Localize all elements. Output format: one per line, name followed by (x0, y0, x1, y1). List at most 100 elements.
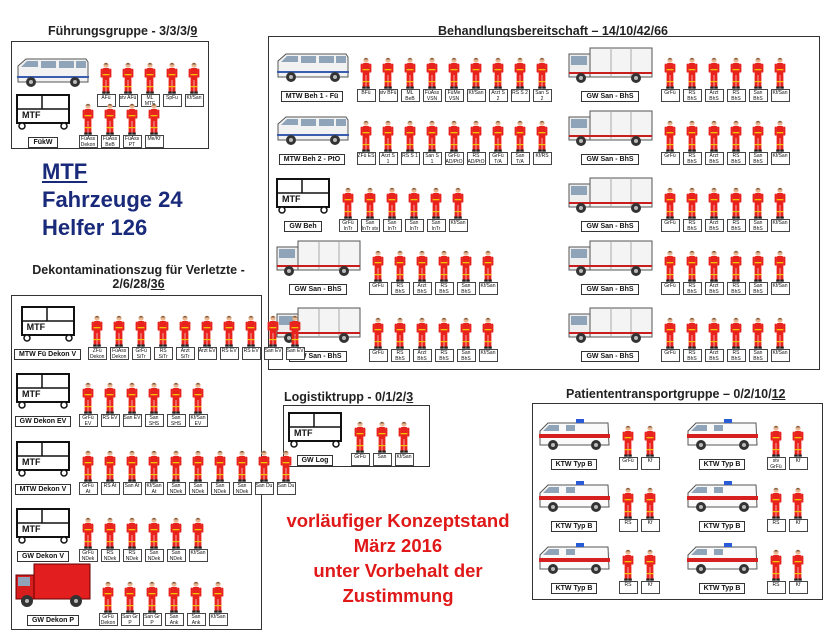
vehicle-picture (14, 54, 90, 95)
rescuer-figure-icon (223, 315, 235, 347)
role-label: RS BhS stv GrFü (682, 219, 702, 232)
helper: RS S 1 (400, 120, 420, 165)
rescuer-figure-icon (708, 57, 720, 89)
helper: Arzt BhS (704, 250, 724, 295)
rescuer-figure-icon (664, 250, 676, 282)
vehicle-label: GW San - BhS (581, 284, 639, 295)
helper: RS BhS stv GrFü (682, 57, 702, 102)
rescuer-figure-icon (426, 57, 438, 89)
rescuer-figure-icon (460, 250, 472, 282)
helper: RS EV (219, 315, 239, 360)
rescuer-figure-icon (686, 120, 698, 152)
truck-icon (568, 177, 653, 213)
rescuer-figure-icon (190, 581, 202, 613)
role-label: FüMe VSN (444, 89, 464, 102)
helper: GrFü EV (78, 382, 98, 427)
helper: RS (766, 549, 786, 594)
tactical-symbol-icon (16, 508, 70, 544)
role-label: ZFü ES (356, 152, 376, 165)
ambulance-icon (687, 419, 758, 450)
rescuer-figure-icon (752, 57, 764, 89)
role-label: Arzt S 2 (488, 89, 508, 102)
helper: San BhS (748, 57, 768, 102)
vehicle: KTW Typ B (536, 417, 612, 470)
role-label: San BhS (748, 282, 768, 295)
truck-icon (568, 240, 653, 276)
vehicle: GW San - BhS (566, 108, 654, 165)
rescuer-figure-icon (536, 120, 548, 152)
vehicle-picture (274, 112, 350, 153)
vehicle-label: GW Beh (284, 221, 322, 232)
role-label: RS BhS (726, 219, 746, 232)
helper: San EV (285, 315, 305, 360)
role-label: GrFü (660, 282, 680, 295)
helper: Kf/San (188, 517, 208, 562)
vehicle-picture (274, 238, 362, 283)
rescuer-figure-icon (82, 103, 94, 135)
helper: Kf/San (394, 421, 414, 466)
vehicle-label: FükW (28, 137, 58, 148)
helper: FüAss BeB (100, 103, 120, 148)
rescuer-figure-icon (774, 317, 786, 349)
vehicle-picture: MTF (14, 89, 72, 136)
helper: GrFü (660, 57, 680, 102)
role-label: Kf/San (208, 613, 228, 626)
rescuer-figure-icon (126, 450, 138, 482)
rescuer-figure-icon (492, 120, 504, 152)
rescuer-figure-icon (686, 250, 698, 282)
vehicle: MTW Beh 1 - Fü (274, 49, 350, 102)
role-label: GrFü EV (78, 414, 98, 427)
role-label: FüAss PT (122, 135, 142, 148)
rescuer-figure-icon (536, 57, 548, 89)
role-label: San NDek (188, 482, 208, 495)
role-label: RS EV (241, 347, 261, 360)
symbol-text: MTF (282, 194, 301, 204)
helper: RS (766, 487, 786, 532)
role-label: San Du (276, 482, 296, 495)
rescuer-figure-icon (82, 450, 94, 482)
role-label: RS EV (219, 347, 239, 360)
rescuer-figure-icon (792, 425, 804, 457)
truck-icon (568, 47, 653, 83)
helper: Arzt BhS (704, 317, 724, 362)
vehicle: MTF GW Beh (274, 173, 332, 232)
rescuer-figure-icon (404, 120, 416, 152)
rescuer-figure-icon (438, 317, 450, 349)
rescuer-figure-icon (382, 120, 394, 152)
rescuer-figure-icon (394, 250, 406, 282)
rescuer-figure-icon (157, 315, 169, 347)
vehicle: MTW Beh 2 - PtO (274, 112, 350, 165)
helper: San SHS (166, 382, 186, 427)
role-label: Kf/San (478, 282, 498, 295)
rescuer-figure-icon (664, 120, 676, 152)
helper: San BhS (456, 250, 476, 295)
vehicle-label: KTW Typ B (698, 583, 746, 594)
rescuer-figure-icon (170, 382, 182, 414)
vehicle-label: GW San - BhS (581, 351, 639, 362)
ambulance-icon (687, 481, 758, 512)
role-label: GrFü (660, 152, 680, 165)
helper: San InTr (404, 187, 424, 232)
rescuer-figure-icon (214, 450, 226, 482)
role-label: Arzt BhS (704, 219, 724, 232)
role-label: GrFü Dekon P (98, 613, 118, 626)
rescuer-figure-icon (168, 581, 180, 613)
rescuer-figure-icon (102, 581, 114, 613)
rescuer-figure-icon (774, 250, 786, 282)
rescuer-figure-icon (492, 57, 504, 89)
helper: San BhS (748, 250, 768, 295)
helper: San S 1 (422, 120, 442, 165)
role-label: Kf (788, 581, 808, 594)
helper: ZFü Dekon V (87, 315, 107, 360)
role-label: San S 1 (422, 152, 442, 165)
rescuer-figure-icon (113, 315, 125, 347)
role-label: Kf (640, 519, 660, 532)
helper: RS BhS stv GrFü (682, 187, 702, 232)
role-label: Kf/San (184, 94, 204, 107)
role-label: San Ank (164, 613, 184, 626)
